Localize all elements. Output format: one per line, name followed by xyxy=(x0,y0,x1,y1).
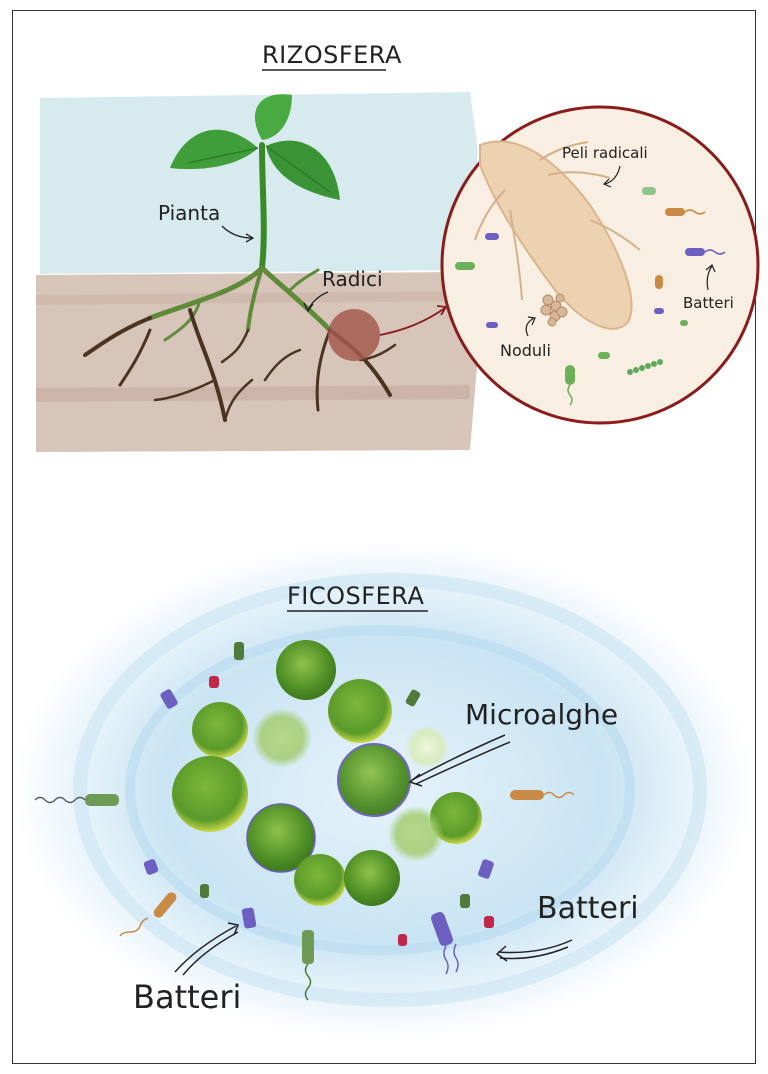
microalga xyxy=(328,679,392,743)
zoom-source-circle xyxy=(328,309,380,361)
rizosfera-title: RIZOSFERA xyxy=(262,41,402,69)
plant-label: Pianta xyxy=(158,201,220,225)
plant-stem xyxy=(262,145,264,268)
microalga xyxy=(338,744,410,816)
microalga xyxy=(252,708,312,768)
bacteria-label-right: Batteri xyxy=(537,891,639,926)
roots-label: Radici xyxy=(322,267,383,291)
microalga xyxy=(172,756,248,832)
microalga xyxy=(388,806,444,862)
microalgae-label: Microalghe xyxy=(465,698,618,731)
bacteria-label-zoom: Batteri xyxy=(683,294,734,312)
bacteria-label-left: Batteri xyxy=(133,978,241,1016)
microalga xyxy=(294,854,346,906)
ficosfera-title: FICOSFERA xyxy=(287,582,424,610)
microalga xyxy=(344,850,400,906)
microalga xyxy=(276,640,336,700)
nodules-label: Noduli xyxy=(500,341,551,360)
rhizosphere-zoom: Peli radicali Batteri Noduli xyxy=(442,107,758,423)
microalga xyxy=(192,702,248,758)
root-hairs-label: Peli radicali xyxy=(562,144,648,162)
microalga xyxy=(405,725,449,769)
ficosfera-panel: FICOSFERA xyxy=(14,540,754,1040)
rizosfera-panel: RIZOSFERA Pianta Radici xyxy=(36,41,480,452)
